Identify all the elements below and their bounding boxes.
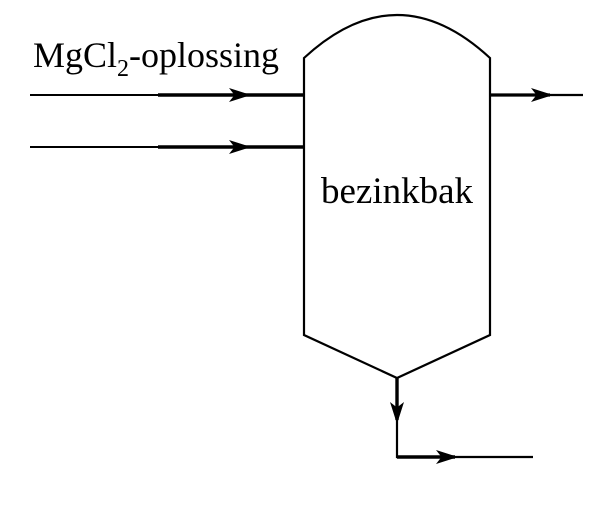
feed-stream-label: MgCl2-oplossing [33, 35, 279, 82]
feed-label-subscript: 2 [117, 56, 129, 82]
vessel-label: bezinkbak [321, 171, 474, 212]
bottoms-stream-right-arrowhead-icon [436, 450, 458, 464]
bottoms-stream-down-arrowhead-icon [390, 402, 404, 424]
bottoms-stream-line [395, 378, 533, 459]
feed-stream-2-arrowhead-icon [229, 140, 251, 154]
feed-label-formula: MgCl [33, 35, 117, 75]
overflow-stream-arrowhead-icon [531, 88, 553, 102]
feed-label-suffix: -oplossing [129, 35, 279, 75]
feed-stream-1-arrowhead-icon [229, 88, 251, 102]
settling-tank-vessel-outline [302, 13, 492, 380]
